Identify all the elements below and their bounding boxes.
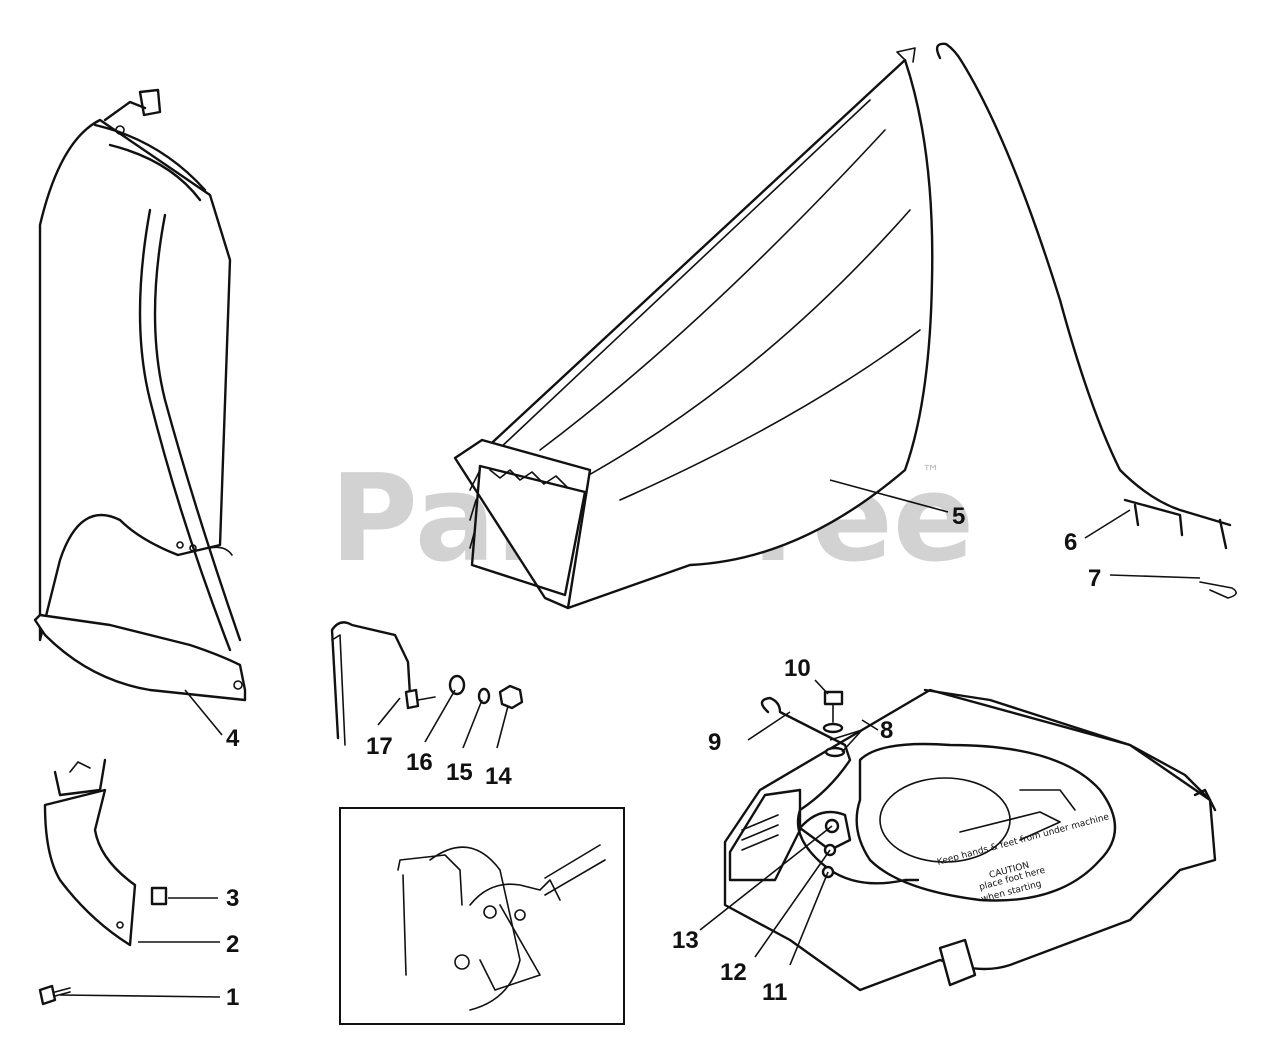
callout-1: 1 <box>226 984 239 1011</box>
callout-6: 6 <box>1064 529 1077 556</box>
callout-13: 13 <box>672 927 699 954</box>
grass-bag <box>453 47 934 610</box>
clip-nut <box>150 886 168 906</box>
inset-detail <box>339 807 625 1025</box>
leader-lines <box>59 479 1201 998</box>
callout-10: 10 <box>784 655 811 682</box>
deflector-strap <box>43 758 137 947</box>
lock-washer <box>477 687 491 705</box>
callout-11: 11 <box>762 979 787 1006</box>
callout-labels: 1 2 3 4 5 6 7 8 9 10 11 12 13 14 15 16 1… <box>226 503 1101 1011</box>
hair-pin <box>1199 581 1237 599</box>
callout-2: 2 <box>226 931 239 958</box>
bolt <box>38 984 71 1006</box>
deck-linkage <box>760 690 920 885</box>
callout-17: 17 <box>366 733 393 760</box>
watermark-trademark: ™ <box>922 462 940 483</box>
u-rod <box>330 621 436 746</box>
callout-3: 3 <box>226 885 239 912</box>
callout-7: 7 <box>1088 565 1101 592</box>
callout-12: 12 <box>720 959 747 986</box>
callout-15: 15 <box>446 759 473 786</box>
handle-rod <box>935 42 1232 550</box>
callout-8: 8 <box>880 717 893 744</box>
callout-16: 16 <box>406 749 433 776</box>
hex-nut <box>498 684 524 710</box>
callout-9: 9 <box>708 729 721 756</box>
washer <box>448 674 466 696</box>
callout-5: 5 <box>952 503 965 530</box>
discharge-chute <box>33 88 247 702</box>
callout-14: 14 <box>485 763 512 790</box>
callout-4: 4 <box>226 725 240 752</box>
